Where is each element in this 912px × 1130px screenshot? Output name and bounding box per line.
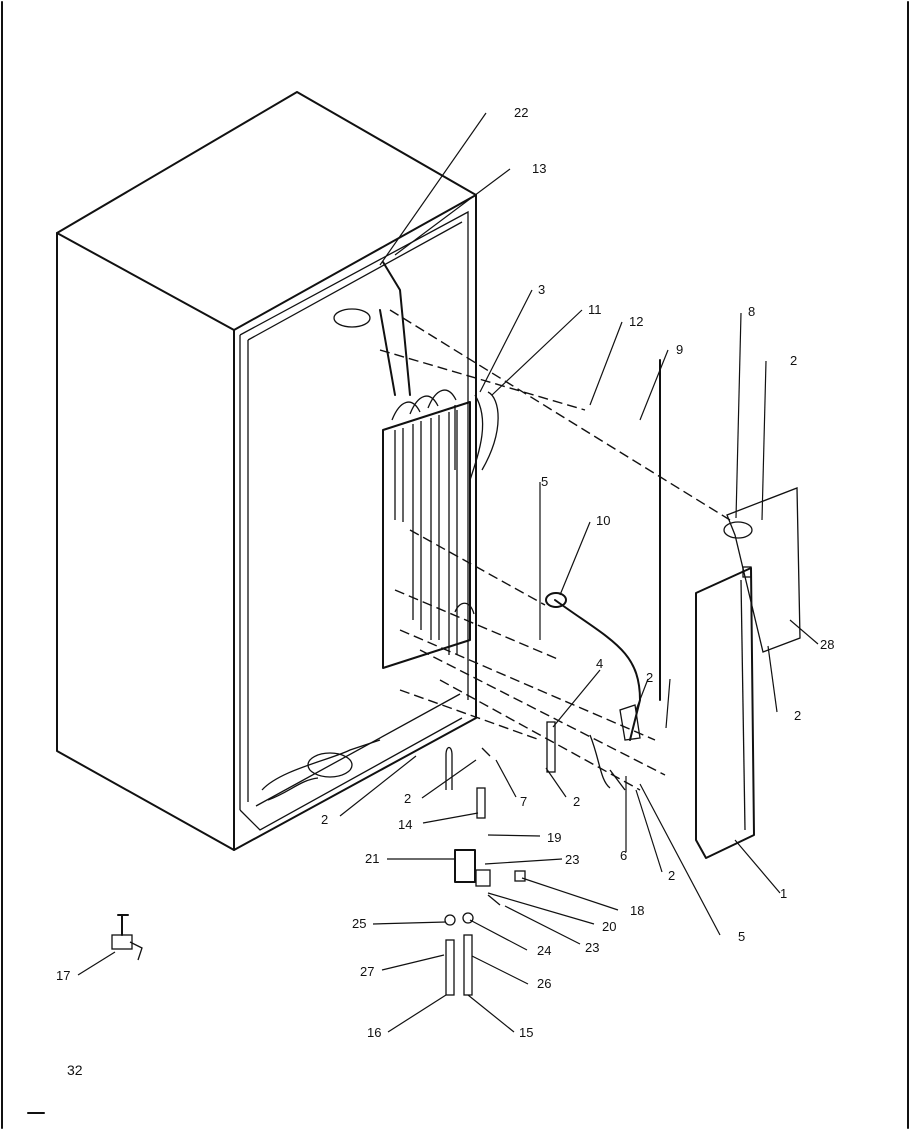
callout-18: 18 xyxy=(630,903,644,918)
callout-6: 6 xyxy=(620,848,627,863)
access-panel xyxy=(723,487,801,653)
callout-11: 11 xyxy=(588,302,602,317)
callout-25: 25 xyxy=(352,916,366,931)
callout-7: 7 xyxy=(520,794,527,809)
callout-24: 24 xyxy=(537,943,551,958)
condenser-coil xyxy=(382,389,475,669)
back-cover xyxy=(695,566,755,859)
callout-28: 28 xyxy=(820,637,834,652)
callout-14: 14 xyxy=(398,817,412,832)
callout-19: 19 xyxy=(547,830,561,845)
page-number: 32 xyxy=(67,1062,83,1078)
callout-2-valve-left: 2 xyxy=(404,791,411,806)
callout-3: 3 xyxy=(538,282,545,297)
callout-2-cord: 2 xyxy=(646,670,653,685)
callout-12: 12 xyxy=(629,314,643,329)
leader-lines xyxy=(77,112,819,1033)
callout-9: 9 xyxy=(676,342,683,357)
callout-5-lower: 5 xyxy=(738,929,745,944)
callout-2-top-right: 2 xyxy=(790,353,797,368)
callout-2-clamp-right: 2 xyxy=(668,868,675,883)
callout-20: 20 xyxy=(602,919,616,934)
cabinet xyxy=(56,91,477,851)
callout-2-panel: 2 xyxy=(794,708,801,723)
callout-23-upper: 23 xyxy=(565,852,579,867)
callout-17: 17 xyxy=(56,968,70,983)
callout-15: 15 xyxy=(519,1025,533,1040)
assembly-lines xyxy=(379,309,731,791)
callout-4: 4 xyxy=(596,656,603,671)
power-cord xyxy=(545,359,661,741)
part-17 xyxy=(111,914,143,961)
clamps xyxy=(546,704,641,791)
callout-23-lower: 23 xyxy=(585,940,599,955)
top-tubing xyxy=(333,261,499,481)
callout-8: 8 xyxy=(748,304,755,319)
water-valve-assembly xyxy=(444,746,526,996)
callout-21: 21 xyxy=(365,851,379,866)
callout-13: 13 xyxy=(532,161,546,176)
callout-26: 26 xyxy=(537,976,551,991)
callout-5-upper: 5 xyxy=(541,474,548,489)
callout-2-clamp: 2 xyxy=(573,794,580,809)
callout-10: 10 xyxy=(596,513,610,528)
callout-2-bottom: 2 xyxy=(321,812,328,827)
callout-1: 1 xyxy=(780,886,787,901)
callout-22: 22 xyxy=(514,105,528,120)
callout-16: 16 xyxy=(367,1025,381,1040)
callout-27: 27 xyxy=(360,964,374,979)
